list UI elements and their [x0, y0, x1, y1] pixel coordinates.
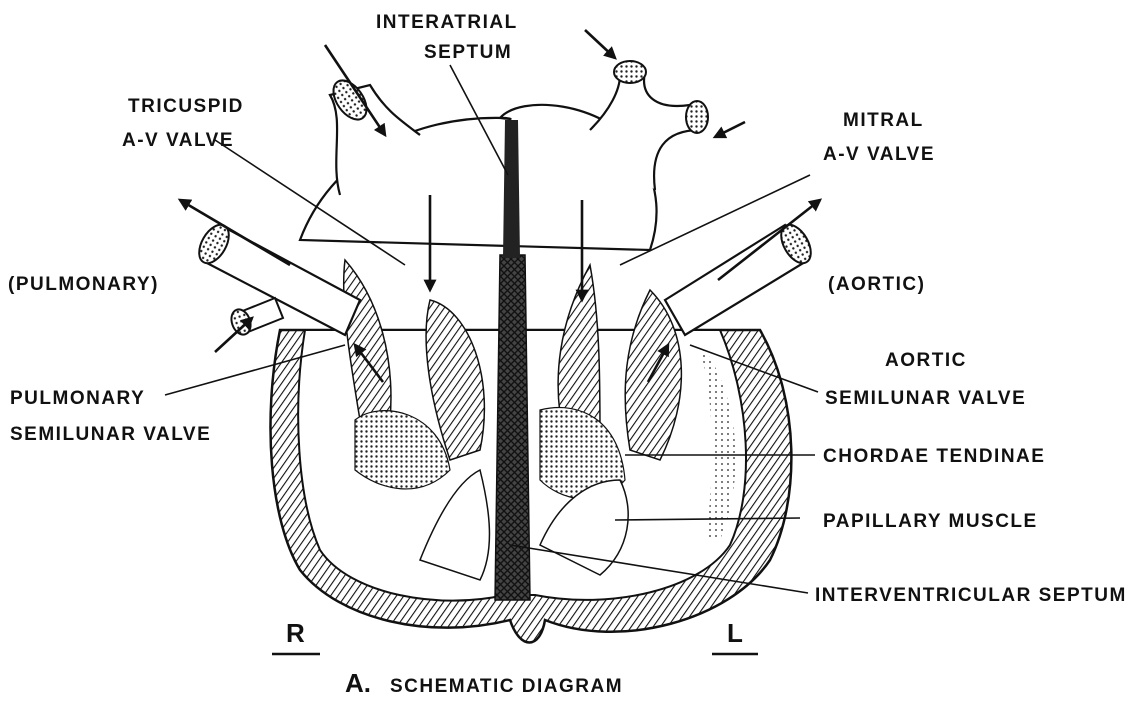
arrow-into-pv-2 — [715, 122, 745, 137]
pulmonary-vein-opening-2 — [686, 101, 708, 133]
label-interventricular: INTERVENTRICULAR SEPTUM — [815, 585, 1127, 606]
label-interatrial-1: INTERATRIAL — [376, 12, 518, 33]
label-interatrial-2: SEPTUM — [424, 42, 512, 63]
label-pulmonary-valve-2: SEMILUNAR VALVE — [10, 424, 211, 445]
interatrial-septum-shape — [503, 120, 520, 258]
label-aortic: (AORTIC) — [828, 274, 925, 295]
arrow-into-pv-1 — [585, 30, 615, 58]
interventricular-septum-shape — [495, 255, 530, 600]
label-pulmonary-valve-1: PULMONARY — [10, 388, 145, 409]
label-tricuspid-1: TRICUSPID — [128, 96, 244, 117]
caption-letter: A. — [345, 668, 371, 698]
side-right-label: R — [286, 618, 305, 648]
label-aortic-valve-1: AORTIC — [885, 350, 967, 371]
side-left-label: L — [727, 618, 743, 648]
label-aortic-valve-2: SEMILUNAR VALVE — [825, 388, 1026, 409]
label-chordae: CHORDAE TENDINAE — [823, 446, 1045, 467]
label-tricuspid-2: A-V VALVE — [122, 130, 234, 151]
label-mitral-2: A-V VALVE — [823, 144, 935, 165]
label-mitral-1: MITRAL — [843, 110, 924, 131]
label-papillary: PAPILLARY MUSCLE — [823, 511, 1038, 532]
label-pulmonary: (PULMONARY) — [8, 274, 159, 295]
caption-text: SCHEMATIC DIAGRAM — [390, 676, 623, 697]
pulmonary-vein-opening — [614, 61, 646, 83]
